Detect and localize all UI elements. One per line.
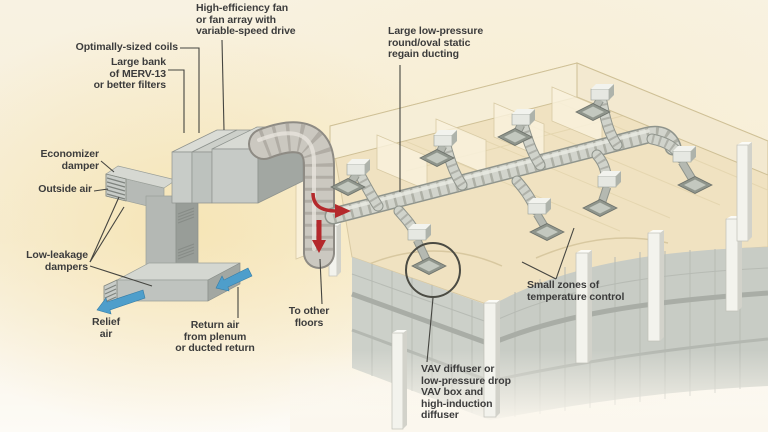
vav-diffuser [582, 171, 621, 217]
label-outside-air: Outside air [38, 183, 92, 195]
back-right-wall [576, 62, 768, 176]
label-small-zones: Small zones of temperature control [527, 279, 625, 303]
vav-diffuser [672, 146, 713, 194]
leader-to-other-floors [319, 258, 323, 305]
leader-outside-air [93, 188, 109, 192]
building [290, 62, 768, 432]
bottom-fade [290, 350, 768, 432]
column [391, 330, 407, 430]
column [736, 142, 752, 242]
leader-economizer [100, 160, 115, 173]
louver-hatches [177, 207, 195, 260]
label-fan: High-efficiency fan or fan array with va… [196, 2, 296, 37]
leader-low-leakage [89, 206, 125, 263]
column [575, 250, 592, 364]
leader-vav [426, 297, 434, 363]
supply-riser-duct [248, 121, 335, 269]
label-to-other-floors: To other floors [288, 305, 330, 329]
vav-diffusers [330, 84, 713, 275]
label-vav-diffuser: VAV diffuser or low-pressure drop VAV bo… [421, 363, 511, 421]
return-air-arrow [215, 267, 253, 292]
vav-diffuser [527, 198, 565, 241]
label-coils: Optimally-sized coils [75, 41, 178, 53]
leader-filters [168, 69, 185, 133]
leader-small-zones [521, 261, 557, 280]
column [647, 230, 664, 342]
label-low-leakage-dampers: Low-leakage dampers [26, 249, 88, 273]
leader-low-leakage [89, 196, 120, 263]
annotation-circle [405, 242, 461, 298]
label-relief-air: Relief air [92, 316, 120, 340]
relief-air-arrow [96, 289, 146, 315]
column [483, 300, 500, 418]
fan-section-front [211, 148, 259, 204]
coil-section-front [191, 151, 213, 204]
leader-low-leakage [89, 265, 153, 287]
vav-diffuser [575, 84, 614, 121]
leader-small-zones [555, 227, 575, 280]
vav-diffuser [497, 109, 535, 146]
leader-coils [180, 47, 200, 133]
airflow-arrows [96, 192, 351, 315]
filter-section-front [171, 151, 193, 204]
label-economizer-damper: Economizer damper [40, 148, 99, 172]
vav-diffuser [330, 159, 370, 196]
damper-blades [106, 177, 126, 200]
vav-diffuser-circled [407, 224, 447, 275]
label-filters: Large bank of MERV-13 or better filters [93, 56, 167, 91]
vav-diffuser [419, 130, 457, 167]
branch-duct [439, 136, 468, 191]
supply-air-down-arrow [312, 220, 326, 253]
leader-fan [221, 39, 225, 131]
annotations [89, 39, 575, 363]
label-regain-ducting: Large low-pressure round/oval static reg… [388, 25, 484, 60]
label-return-air: Return air from plenum or ducted return [175, 319, 255, 354]
supply-air-curved-arrow [311, 192, 351, 218]
leader-lines [89, 39, 575, 363]
